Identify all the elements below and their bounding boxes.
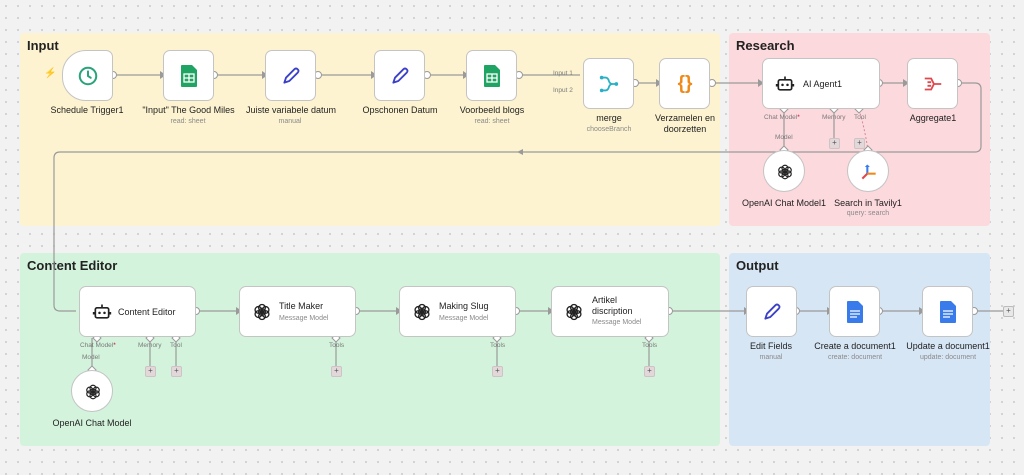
- openai-icon: [410, 300, 434, 324]
- code-braces-icon: {}: [677, 73, 693, 94]
- openai-icon: [81, 380, 105, 404]
- node-openai-chat-model[interactable]: [71, 370, 113, 412]
- google-docs-icon: [935, 299, 961, 325]
- add-tool-button[interactable]: +: [492, 366, 503, 377]
- node-juiste-datum[interactable]: [265, 50, 316, 101]
- robot-icon: [90, 300, 114, 324]
- robot-icon: [773, 72, 797, 96]
- node-subtitle: read: sheet: [474, 118, 510, 125]
- pencil-icon: [387, 63, 413, 89]
- group-title: Content Editor: [27, 258, 118, 273]
- port-label-tools: Tools: [329, 342, 345, 349]
- node-subtitle: manual: [278, 118, 302, 125]
- node-update-document[interactable]: [922, 286, 973, 337]
- node-opschonen-datum[interactable]: [374, 50, 425, 101]
- port-label-model: Model: [775, 134, 793, 141]
- node-label: Schedule Trigger1: [50, 105, 124, 115]
- node-subtitle: update: document: [919, 354, 977, 361]
- port-label-chat-model: Chat Model*: [80, 342, 116, 349]
- port-label-chat-model: Chat Model*: [764, 114, 800, 121]
- node-openai-chat-model1[interactable]: [763, 150, 805, 192]
- node-label: OpenAI Chat Model: [52, 418, 132, 428]
- port-label-input2: Input 2: [553, 87, 573, 94]
- node-subtitle: Message Model: [439, 315, 489, 322]
- node-edit-fields[interactable]: [746, 286, 797, 337]
- merge-icon: [596, 71, 622, 97]
- google-sheets-icon: [176, 63, 202, 89]
- node-ai-agent[interactable]: AI Agent1: [762, 58, 880, 109]
- node-create-document[interactable]: [829, 286, 880, 337]
- port-label-memory: Memory: [138, 342, 162, 349]
- node-label: Aggregate1: [909, 113, 957, 123]
- group-title: Output: [736, 258, 779, 273]
- openai-icon: [250, 300, 274, 324]
- port-label-tool: Tool: [854, 114, 866, 121]
- google-docs-icon: [842, 299, 868, 325]
- node-voorbeeld-blogs[interactable]: [466, 50, 517, 101]
- port-label-input1: Input 1: [553, 70, 573, 77]
- add-tool-button[interactable]: +: [644, 366, 655, 377]
- node-subtitle: read: sheet: [170, 118, 206, 125]
- node-label: AI Agent1: [803, 79, 843, 89]
- node-search-tavily[interactable]: [847, 150, 889, 192]
- node-label: Edit Fields: [749, 341, 793, 351]
- port-label-tools: Tools: [642, 342, 658, 349]
- clock-icon: [75, 63, 101, 89]
- node-subtitle: create: document: [827, 354, 883, 361]
- node-subtitle: Message Model: [279, 315, 329, 322]
- add-tool-button[interactable]: +: [854, 138, 865, 149]
- port-label-tools: Tools: [490, 342, 506, 349]
- node-subtitle: query: search: [846, 210, 890, 217]
- node-label: Content Editor: [118, 307, 176, 317]
- node-subtitle: Message Model: [592, 319, 642, 326]
- group-title: Input: [27, 38, 59, 53]
- node-label: Title Maker: [279, 301, 324, 311]
- node-label: Opschonen Datum: [362, 105, 438, 115]
- add-tool-button[interactable]: +: [331, 366, 342, 377]
- trigger-bolt-icon: ⚡: [44, 68, 57, 79]
- openai-icon: [773, 160, 797, 184]
- node-subtitle: chooseBranch: [586, 126, 632, 133]
- node-label: merge: [596, 113, 622, 123]
- node-content-editor[interactable]: Content Editor: [79, 286, 196, 337]
- group-title: Research: [736, 38, 795, 53]
- node-schedule-trigger[interactable]: [62, 50, 113, 101]
- node-label: Update a document1: [906, 341, 990, 351]
- add-tool-button[interactable]: +: [171, 366, 182, 377]
- tavily-icon: [857, 160, 881, 184]
- node-artikel-discription[interactable]: Artikel discription Message Model: [551, 286, 669, 337]
- port-label-model: Model: [82, 354, 100, 361]
- port-label-tool: Tool: [170, 342, 182, 349]
- node-input-sheet[interactable]: [163, 50, 214, 101]
- node-verzamelen[interactable]: {}: [659, 58, 710, 109]
- pencil-icon: [759, 299, 785, 325]
- add-memory-button[interactable]: +: [145, 366, 156, 377]
- openai-icon: [562, 300, 586, 324]
- node-making-slug[interactable]: Making Slug Message Model: [399, 286, 516, 337]
- node-merge[interactable]: [583, 58, 634, 109]
- pencil-icon: [278, 63, 304, 89]
- node-subtitle: manual: [759, 354, 783, 361]
- node-label: OpenAI Chat Model1: [741, 198, 827, 208]
- node-label: Voorbeeld blogs: [459, 105, 525, 115]
- node-aggregate[interactable]: [907, 58, 958, 109]
- google-sheets-icon: [479, 63, 505, 89]
- node-label: Search in Tavily1: [834, 198, 902, 208]
- node-title-maker[interactable]: Title Maker Message Model: [239, 286, 356, 337]
- node-label: Verzamelen en doorzetten: [654, 113, 716, 134]
- node-label: Making Slug: [439, 301, 489, 311]
- node-label: Juiste variabele datum: [245, 105, 337, 115]
- port-label-memory: Memory: [822, 114, 846, 121]
- node-label: Artikel discription: [592, 295, 633, 316]
- add-memory-button[interactable]: +: [829, 138, 840, 149]
- add-node-button[interactable]: +: [1003, 306, 1014, 317]
- node-label: "Input" The Good Miles: [142, 105, 235, 115]
- aggregate-icon: [920, 71, 946, 97]
- node-label: Create a document1: [814, 341, 896, 351]
